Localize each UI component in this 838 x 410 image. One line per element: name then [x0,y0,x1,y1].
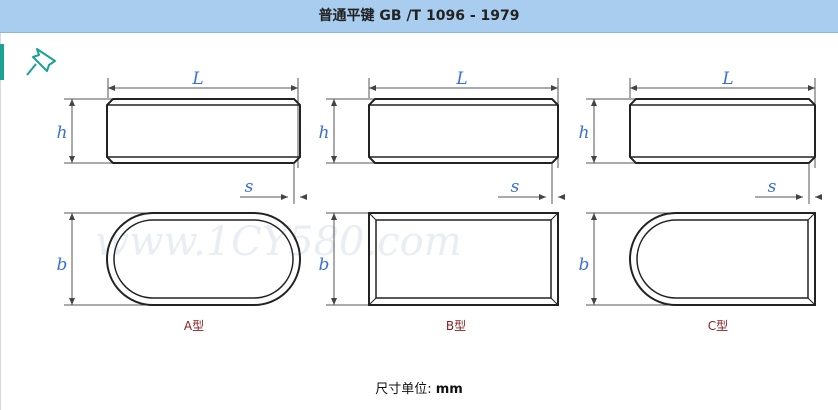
watermark: www.1CY580.com [95,219,462,265]
label-length-b: L [455,69,467,89]
label-width-b: b [319,255,330,275]
label-height-b: h [319,123,330,143]
label-height-a: h [57,123,68,143]
label-width-a: b [57,255,68,275]
type-label-c: C型 [708,319,728,333]
type-label-a: A型 [184,319,204,333]
label-chamfer-b: s [511,177,520,197]
label-height-c: h [579,123,590,143]
key-drawing: www.1CY580.com [57,69,822,333]
label-length-c: L [721,69,733,89]
title-bar [0,0,838,33]
label-length-a: L [191,69,203,89]
label-width-c: b [579,255,590,275]
pin-icon[interactable] [23,45,59,81]
unit-value: mm [435,382,463,397]
page-title: 普通平键 GB /T 1096 - 1979 [318,8,520,24]
unit-note: 尺寸单位: mm [0,378,838,397]
accent-bar [0,44,4,80]
type-label-b: B型 [446,319,466,333]
label-chamfer-a: s [245,177,254,197]
unit-prefix: 尺寸单位: [375,382,432,397]
label-chamfer-c: s [768,177,777,197]
